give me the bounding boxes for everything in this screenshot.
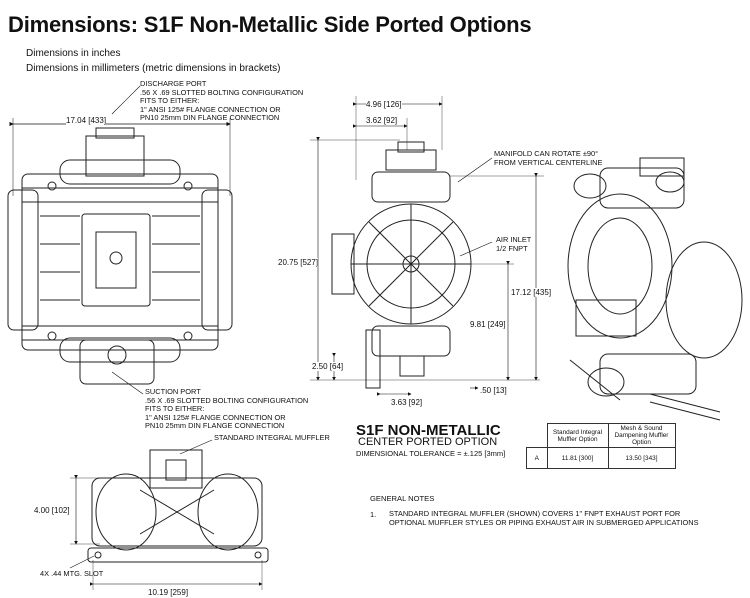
dim-base-width: 10.19 [259] (148, 588, 189, 597)
spec-cell-standard: 11.81 [300] (546, 447, 609, 469)
general-note-text: STANDARD INTEGRAL MUFFLER (SHOWN) COVERS… (389, 509, 699, 527)
spec-header-mesh: Mesh & Sound Dampening Muffler Option (607, 423, 676, 448)
spec-header-standard: Standard Integral Muffler Option (546, 423, 609, 448)
units-note-inches: Dimensions in inches (26, 48, 121, 59)
dim-width-front: 17.04 [433] (66, 116, 107, 125)
option-title: S1F NON-METALLIC (356, 422, 501, 439)
units-note-mm: Dimensions in millimeters (metric dimens… (26, 63, 281, 74)
front-view-drawing (7, 127, 233, 385)
muffler-callout: STANDARD INTEGRAL MUFFLER (214, 433, 330, 442)
spec-table-header-row: Standard Integral Muffler Option Mesh & … (527, 423, 676, 448)
dim-mtg-slot: 4X .44 MTG. SLOT (40, 569, 104, 578)
spec-cell-mesh: 13.50 [343] (607, 447, 676, 469)
air-inlet-callout: AIR INLET 1/2 FNPT (496, 235, 532, 253)
dim-9-81: 9.81 [249] (470, 320, 506, 329)
bottom-view-drawing (87, 449, 269, 563)
dim-2-50: 2.50 [64] (312, 362, 344, 371)
general-notes-heading: GENERAL NOTES (370, 494, 435, 503)
dim-0-50: .50 [13] (480, 386, 507, 395)
option-subtitle: CENTER PORTED OPTION (358, 436, 498, 448)
side-view-drawing (331, 141, 472, 389)
general-note-number: 1. (370, 510, 377, 519)
spec-row-label: A (526, 447, 548, 469)
dim-4-00: 4.00 [102] (34, 506, 70, 515)
table-row: A 11.81 [300] 13.50 [343] (526, 447, 676, 469)
dim-4-96: 4.96 [126] (366, 100, 402, 109)
manifold-callout: MANIFOLD CAN ROTATE ±90° FROM VERTICAL C… (494, 149, 603, 167)
discharge-port-callout: DISCHARGE PORT .56 X .69 SLOTTED BOLTING… (140, 79, 304, 123)
dimensional-tolerance: DIMENSIONAL TOLERANCE = ±.125 [3mm] (356, 449, 506, 458)
suction-port-callout: SUCTION PORT .56 X .69 SLOTTED BOLTING C… (145, 387, 309, 431)
isometric-view-drawing (567, 157, 743, 421)
dim-3-62: 3.62 [92] (366, 116, 398, 125)
page-title: Dimensions: S1F Non-Metallic Side Ported… (8, 12, 532, 37)
dim-17-12: 17.12 [435] (511, 288, 552, 297)
spec-corner-cell (527, 424, 548, 448)
spec-table: Standard Integral Muffler Option Mesh & … (526, 423, 676, 469)
dim-height: 20.75 [527] (278, 258, 319, 267)
dim-3-63: 3.63 [92] (391, 398, 423, 407)
